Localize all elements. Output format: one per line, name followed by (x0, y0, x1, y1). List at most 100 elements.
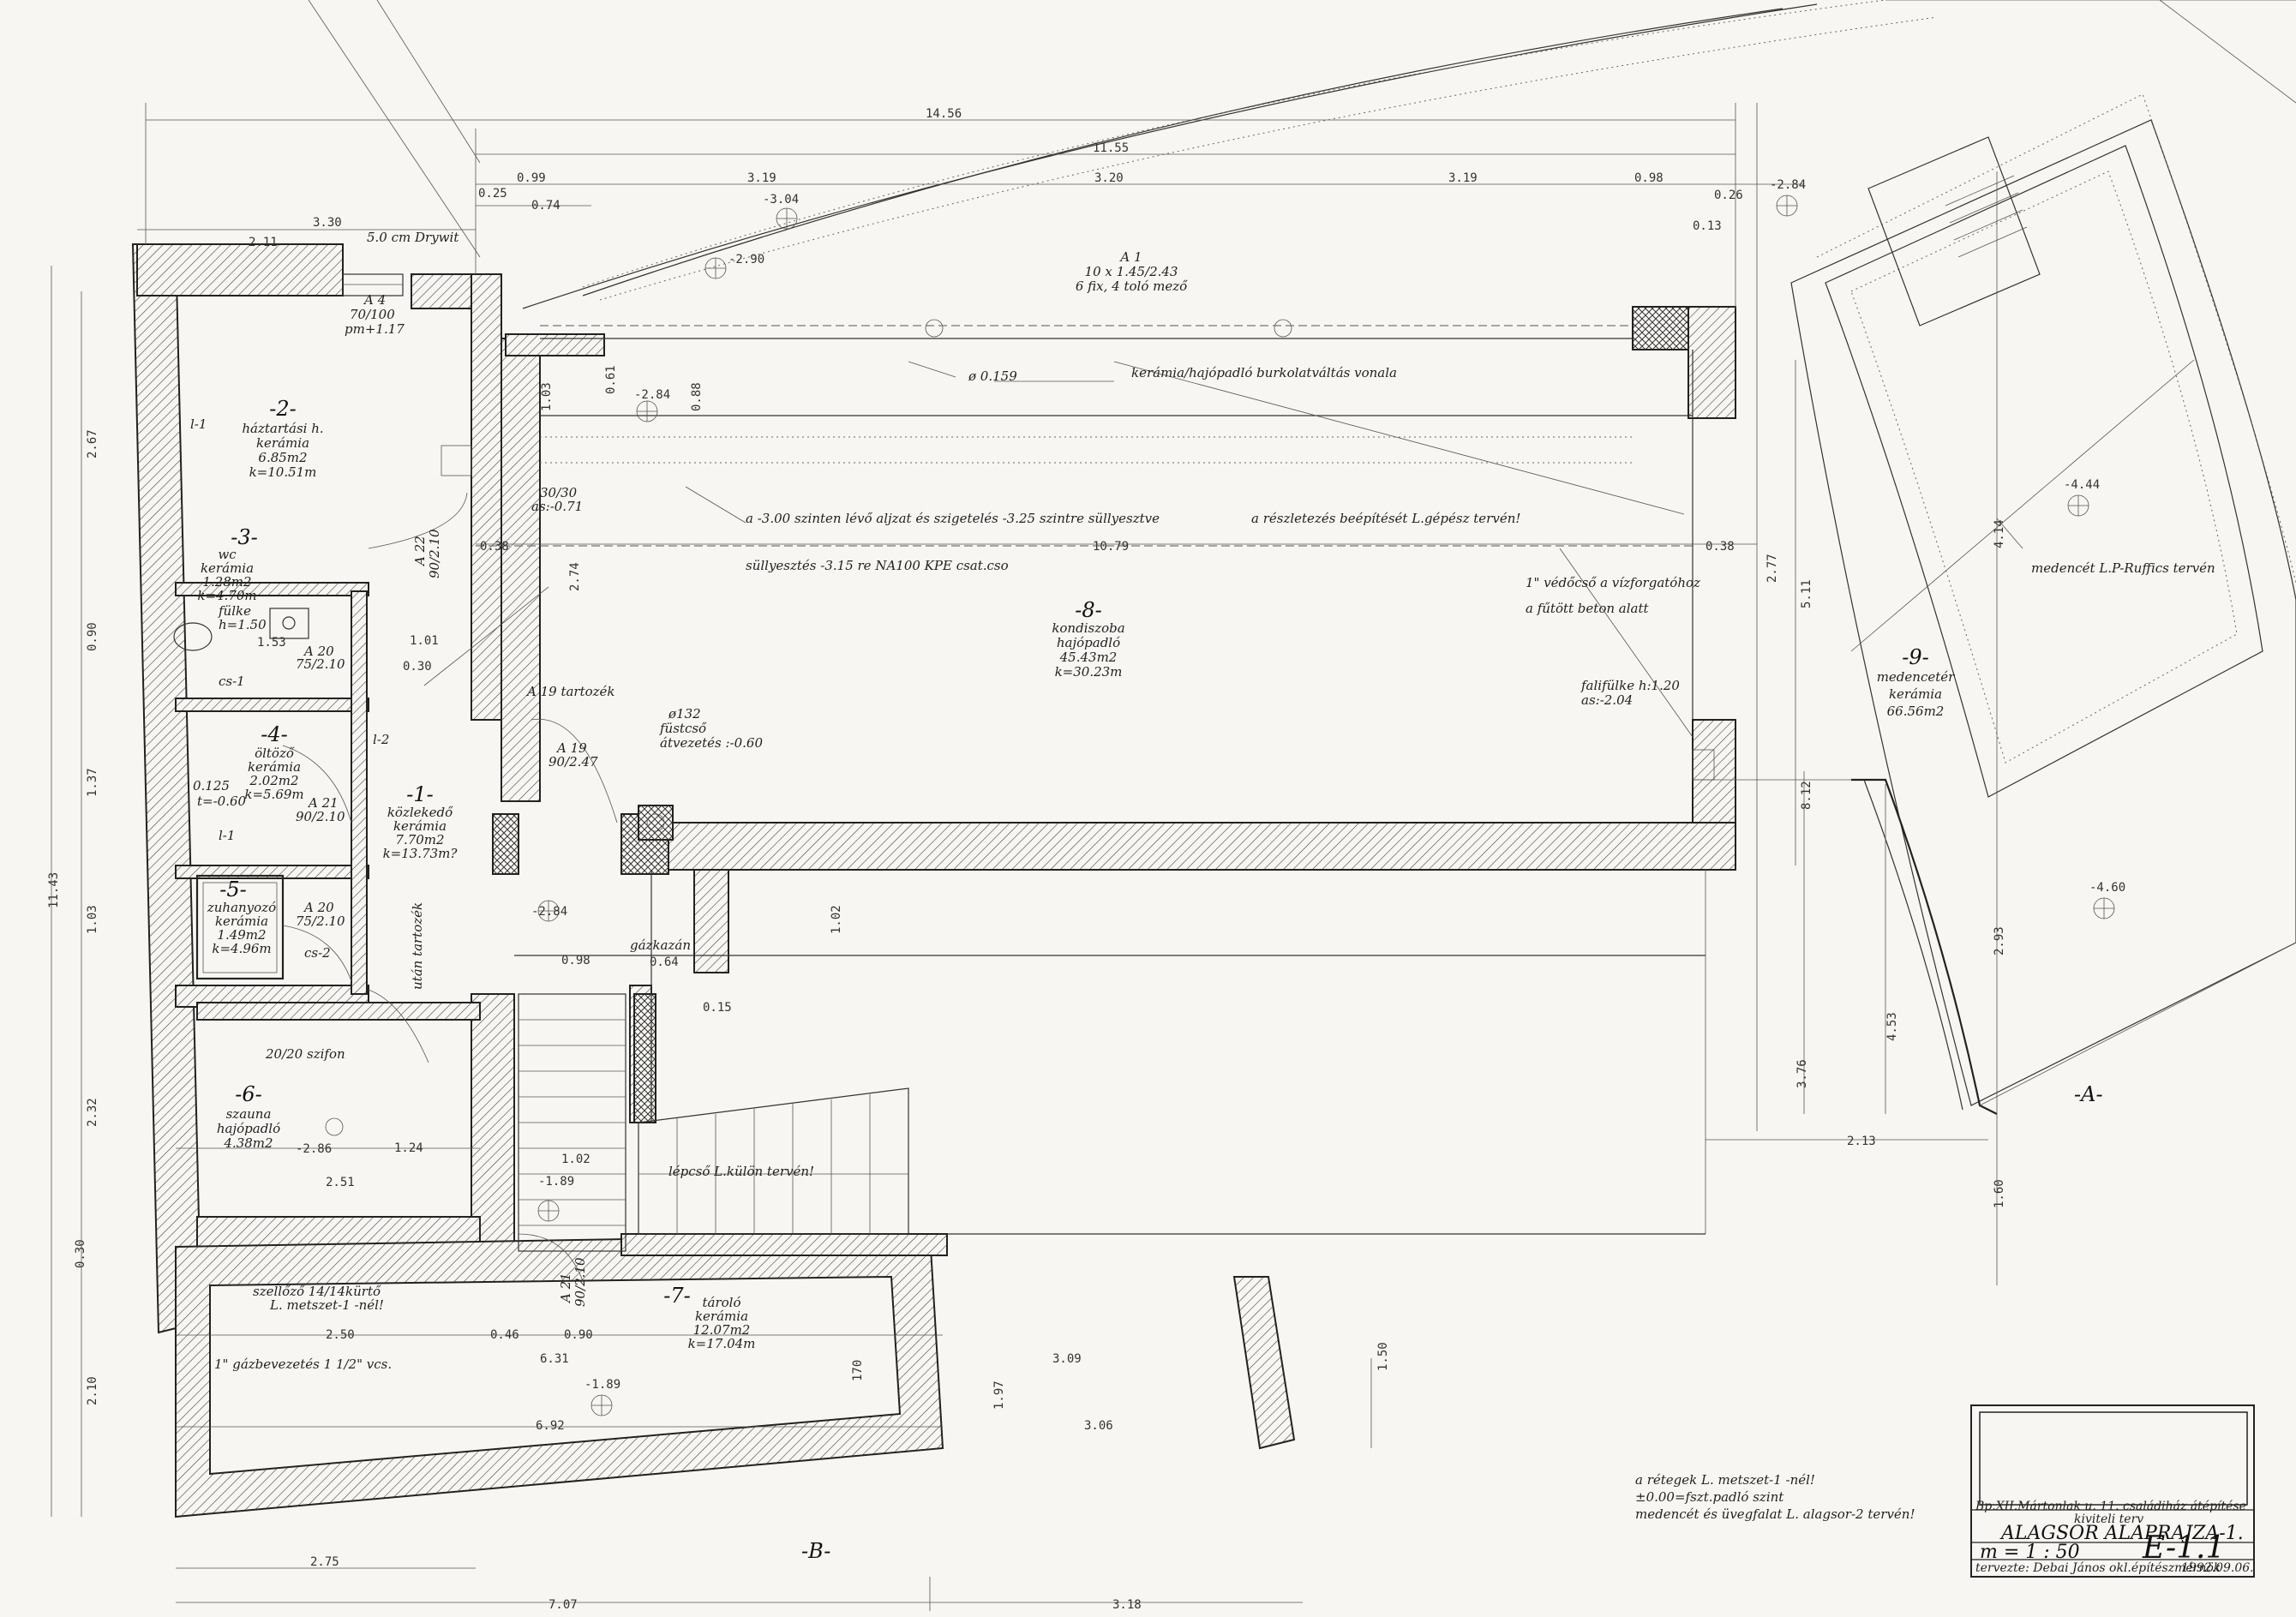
svg-text:2.93: 2.93 (1993, 926, 2006, 955)
svg-text:3.09: 3.09 (1052, 1352, 1082, 1366)
svg-text:2.67: 2.67 (86, 429, 99, 458)
svg-text:0.15: 0.15 (703, 1001, 732, 1015)
svg-text:1.37: 1.37 (86, 768, 99, 797)
svg-text:kerámia: kerámia (393, 818, 447, 834)
title-block: Bp.XII.Mártonlak u. 11. családiház átépí… (1970, 1404, 2255, 1578)
svg-text:pm+1.17: pm+1.17 (345, 321, 405, 337)
level-markers (325, 195, 2115, 1416)
svg-text:1.24: 1.24 (394, 1141, 423, 1155)
svg-text:után tartozék: után tartozék (410, 902, 425, 990)
svg-text:A 19 tartozék: A 19 tartozék (525, 684, 615, 699)
room-label-8: -8- kondiszoba hajópadló 45.43m2 k=30.23… (1052, 598, 1124, 680)
svg-text:0.74: 0.74 (531, 199, 561, 213)
svg-text:6.31: 6.31 (540, 1352, 569, 1366)
title-code: E-1.1 (2142, 1530, 2225, 1566)
svg-text:3.19: 3.19 (747, 171, 776, 185)
svg-text:10 x 1.45/2.43: 10 x 1.45/2.43 (1085, 264, 1178, 279)
svg-text:-B-: -B- (801, 1539, 830, 1563)
annotations: 5.0 cm Drywit A 4 70/100 pm+1.17 A 1 10 … (190, 230, 2215, 1563)
title-project: Bp.XII.Mártonlak u. 11. családiház átépí… (1975, 1500, 2246, 1513)
svg-text:k=17.04m: k=17.04m (688, 1336, 756, 1351)
svg-text:cs-1: cs-1 (219, 674, 245, 689)
svg-text:90/2.10: 90/2.10 (573, 1257, 588, 1307)
svg-text:k=30.23m: k=30.23m (1055, 664, 1123, 680)
room-label-7: -7- tároló kerámia 12.07m2 k=17.04m (663, 1284, 755, 1351)
svg-text:-4.44: -4.44 (2064, 478, 2100, 492)
svg-text:átvezetés :-0.60: átvezetés :-0.60 (660, 735, 763, 751)
level-texts: -3.04 -2.90 -2.84 -2.84 -2.84 -4.44 -4.6… (296, 178, 2125, 1392)
svg-text:1.53: 1.53 (257, 636, 286, 650)
svg-text:L. metszet-1 -nél!: L. metszet-1 -nél! (269, 1297, 384, 1313)
svg-text:0.88: 0.88 (690, 382, 704, 411)
svg-text:l-2: l-2 (373, 732, 389, 747)
svg-text:A 20: A 20 (303, 900, 334, 915)
svg-text:2.13: 2.13 (1847, 1135, 1876, 1148)
svg-text:6.92: 6.92 (536, 1419, 565, 1433)
svg-text:A 22: A 22 (412, 536, 428, 567)
svg-text:szauna: szauna (226, 1106, 272, 1122)
svg-text:1.50: 1.50 (1376, 1342, 1390, 1371)
svg-text:0.26: 0.26 (1714, 189, 1743, 202)
svg-text:medencetér: medencetér (1877, 669, 1955, 685)
svg-text:kerámia: kerámia (248, 759, 301, 775)
svg-text:-2.84: -2.84 (634, 388, 670, 402)
svg-text:wc: wc (218, 547, 237, 562)
room-label-1: -1- közlekedő kerámia 7.70m2 k=13.73m? (383, 782, 459, 861)
svg-text:kerámia: kerámia (695, 1309, 748, 1324)
svg-text:fülke: fülke (218, 603, 251, 619)
svg-text:l-1: l-1 (219, 828, 235, 843)
svg-text:süllyesztés -3.15 re NA100 KPE: süllyesztés -3.15 re NA100 KPE csat.cso (746, 558, 1009, 573)
svg-text:kerámia: kerámia (201, 560, 254, 576)
svg-text:30/30: 30/30 (540, 485, 578, 500)
svg-text:70/100: 70/100 (350, 307, 395, 322)
svg-text:12.07m2: 12.07m2 (693, 1322, 751, 1338)
svg-text:14.56: 14.56 (926, 107, 962, 121)
svg-text:90/2.47: 90/2.47 (549, 754, 598, 770)
svg-text:kondiszoba: kondiszoba (1052, 620, 1124, 636)
svg-text:1" védőcső a vízforgatóhoz: 1" védőcső a vízforgatóhoz (1526, 575, 1700, 590)
svg-text:7.70m2: 7.70m2 (395, 832, 444, 847)
svg-text:as:-2.04: as:-2.04 (1581, 692, 1633, 708)
svg-text:-2.90: -2.90 (728, 253, 764, 267)
svg-text:0.90: 0.90 (86, 622, 99, 651)
svg-text:1.01: 1.01 (410, 634, 439, 648)
svg-text:k=10.51m: k=10.51m (249, 464, 317, 480)
svg-text:tároló: tároló (703, 1295, 741, 1310)
svg-text:1.02: 1.02 (561, 1153, 590, 1166)
svg-text:1.03: 1.03 (540, 382, 554, 411)
svg-text:t=-0.60: t=-0.60 (197, 794, 247, 809)
svg-text:8.12: 8.12 (1800, 781, 1813, 810)
title-scale: m = 1 : 50 (1980, 1542, 2080, 1563)
svg-text:1" gázbevezetés 1 1/2" vcs.: 1" gázbevezetés 1 1/2" vcs. (214, 1356, 392, 1372)
svg-text:ø132: ø132 (668, 706, 701, 722)
room-label-4: -4- öltöző kerámia 2.02m2 k=5.69m (244, 722, 303, 802)
svg-text:2.75: 2.75 (310, 1555, 339, 1569)
svg-text:a részletezés beépítését L.gép: a részletezés beépítését L.gépész tervén… (1251, 511, 1520, 526)
stairs (518, 993, 909, 1252)
svg-text:A 19: A 19 (555, 740, 587, 756)
svg-text:66.56m2: 66.56m2 (1887, 704, 1945, 719)
svg-text:k=5.69m: k=5.69m (244, 787, 303, 802)
svg-text:a -3.00 szinten lévő aljzat és: a -3.00 szinten lévő aljzat és szigetelé… (746, 511, 1160, 526)
svg-text:-5-: -5- (219, 877, 247, 901)
svg-text:a rétegek L. metszet-1 -nél!: a rétegek L. metszet-1 -nél! (1635, 1472, 1815, 1488)
room-label-5: -5- zuhanyozó kerámia 1.49m2 k=4.96m (207, 877, 276, 956)
svg-text:90/2.10: 90/2.10 (427, 529, 442, 578)
room-label-2: -2- háztartási h. kerámia 6.85m2 k=10.51… (242, 397, 323, 480)
svg-text:2.10: 2.10 (86, 1376, 99, 1405)
svg-text:kerámia/hajópadló burkolatvált: kerámia/hajópadló burkolatváltás vonala (1131, 365, 1397, 380)
svg-text:gázkazán: gázkazán (630, 937, 691, 953)
svg-text:-6-: -6- (235, 1082, 262, 1106)
svg-text:k=13.73m?: k=13.73m? (383, 846, 459, 861)
interior-lines (173, 195, 2115, 1416)
svg-text:-1.89: -1.89 (538, 1175, 574, 1189)
svg-text:3.18: 3.18 (1112, 1598, 1142, 1612)
svg-text:ø 0.159: ø 0.159 (968, 368, 1017, 384)
svg-text:A 20: A 20 (303, 644, 334, 659)
pool-outline (1790, 0, 2296, 1115)
svg-text:-A-: -A- (2074, 1082, 2103, 1106)
title-designer: tervezte: Debai János okl.építészmérnök (1975, 1561, 2221, 1575)
svg-text:0.25: 0.25 (478, 187, 507, 201)
svg-text:4.14: 4.14 (1993, 519, 2006, 548)
svg-text:1.97: 1.97 (992, 1380, 1006, 1410)
